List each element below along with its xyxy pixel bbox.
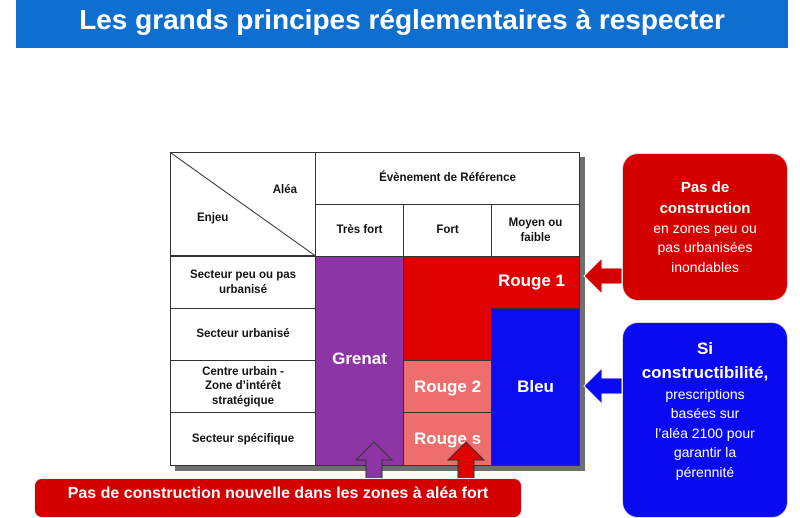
zone-bleu: Bleu xyxy=(491,308,580,466)
callout-blue-line3: prescriptions xyxy=(665,385,745,402)
callout-no-construction: Pas de construction en zones peu ou pas … xyxy=(622,153,788,301)
callout-red-line4: pas urbanisées xyxy=(657,239,753,256)
callout-blue-line5: l’aléa 2100 pour xyxy=(655,424,755,441)
row-header-centre-urbain: Centre urbain - Zone d’intérêt stratégiq… xyxy=(170,360,316,413)
corner-alea-label: Aléa xyxy=(272,184,297,196)
col-header-tres-fort: Très fort xyxy=(315,204,404,257)
row-header-urbanise: Secteur urbanisé xyxy=(170,308,316,361)
arrow-up-red-icon xyxy=(446,441,486,481)
col-header-fort: Fort xyxy=(403,204,492,257)
bottom-note-no-construction: Pas de construction nouvelle dans les zo… xyxy=(34,478,522,518)
arrow-left-blue-icon xyxy=(583,366,623,406)
arrow-left-red-icon xyxy=(583,256,623,296)
col-header-moyen-faible: Moyen ou faible xyxy=(491,204,580,257)
zone-grenat: Grenat xyxy=(315,256,404,466)
event-header: Évènement de Référence xyxy=(315,152,580,205)
callout-blue-line2: constructibilité, xyxy=(641,362,769,382)
corner-cell: Aléa Enjeu xyxy=(170,152,317,257)
callout-blue-line6: garantir la xyxy=(673,444,737,461)
corner-enjeu-label: Enjeu xyxy=(197,212,229,224)
callout-red-line3: en zones peu ou xyxy=(653,219,757,236)
callout-blue-line1: Si xyxy=(696,339,714,358)
callout-blue-line4: basées sur xyxy=(670,405,740,422)
callout-red-line2: construction xyxy=(659,199,751,217)
diagonal-line xyxy=(171,153,317,257)
callout-red-line5: inondables xyxy=(671,258,739,275)
risk-table: Aléa Enjeu Évènement de Référence Très f… xyxy=(170,152,580,466)
row-header-specifique: Secteur spécifique xyxy=(170,412,316,466)
row-header-peu-urbanise: Secteur peu ou pas urbanisé xyxy=(170,256,316,309)
zone-rouge-2: Rouge 2 xyxy=(403,360,492,413)
callout-red-line1: Pas de xyxy=(680,178,730,196)
zone-rouge-1-label: Rouge 1 xyxy=(497,271,565,290)
callout-constructibility: Si constructibilité, prescriptions basée… xyxy=(622,322,788,518)
page-title: Les grands principes réglementaires à re… xyxy=(16,0,788,48)
callout-blue-line7: pérennité xyxy=(675,463,735,480)
arrow-up-purple-icon xyxy=(354,441,394,481)
